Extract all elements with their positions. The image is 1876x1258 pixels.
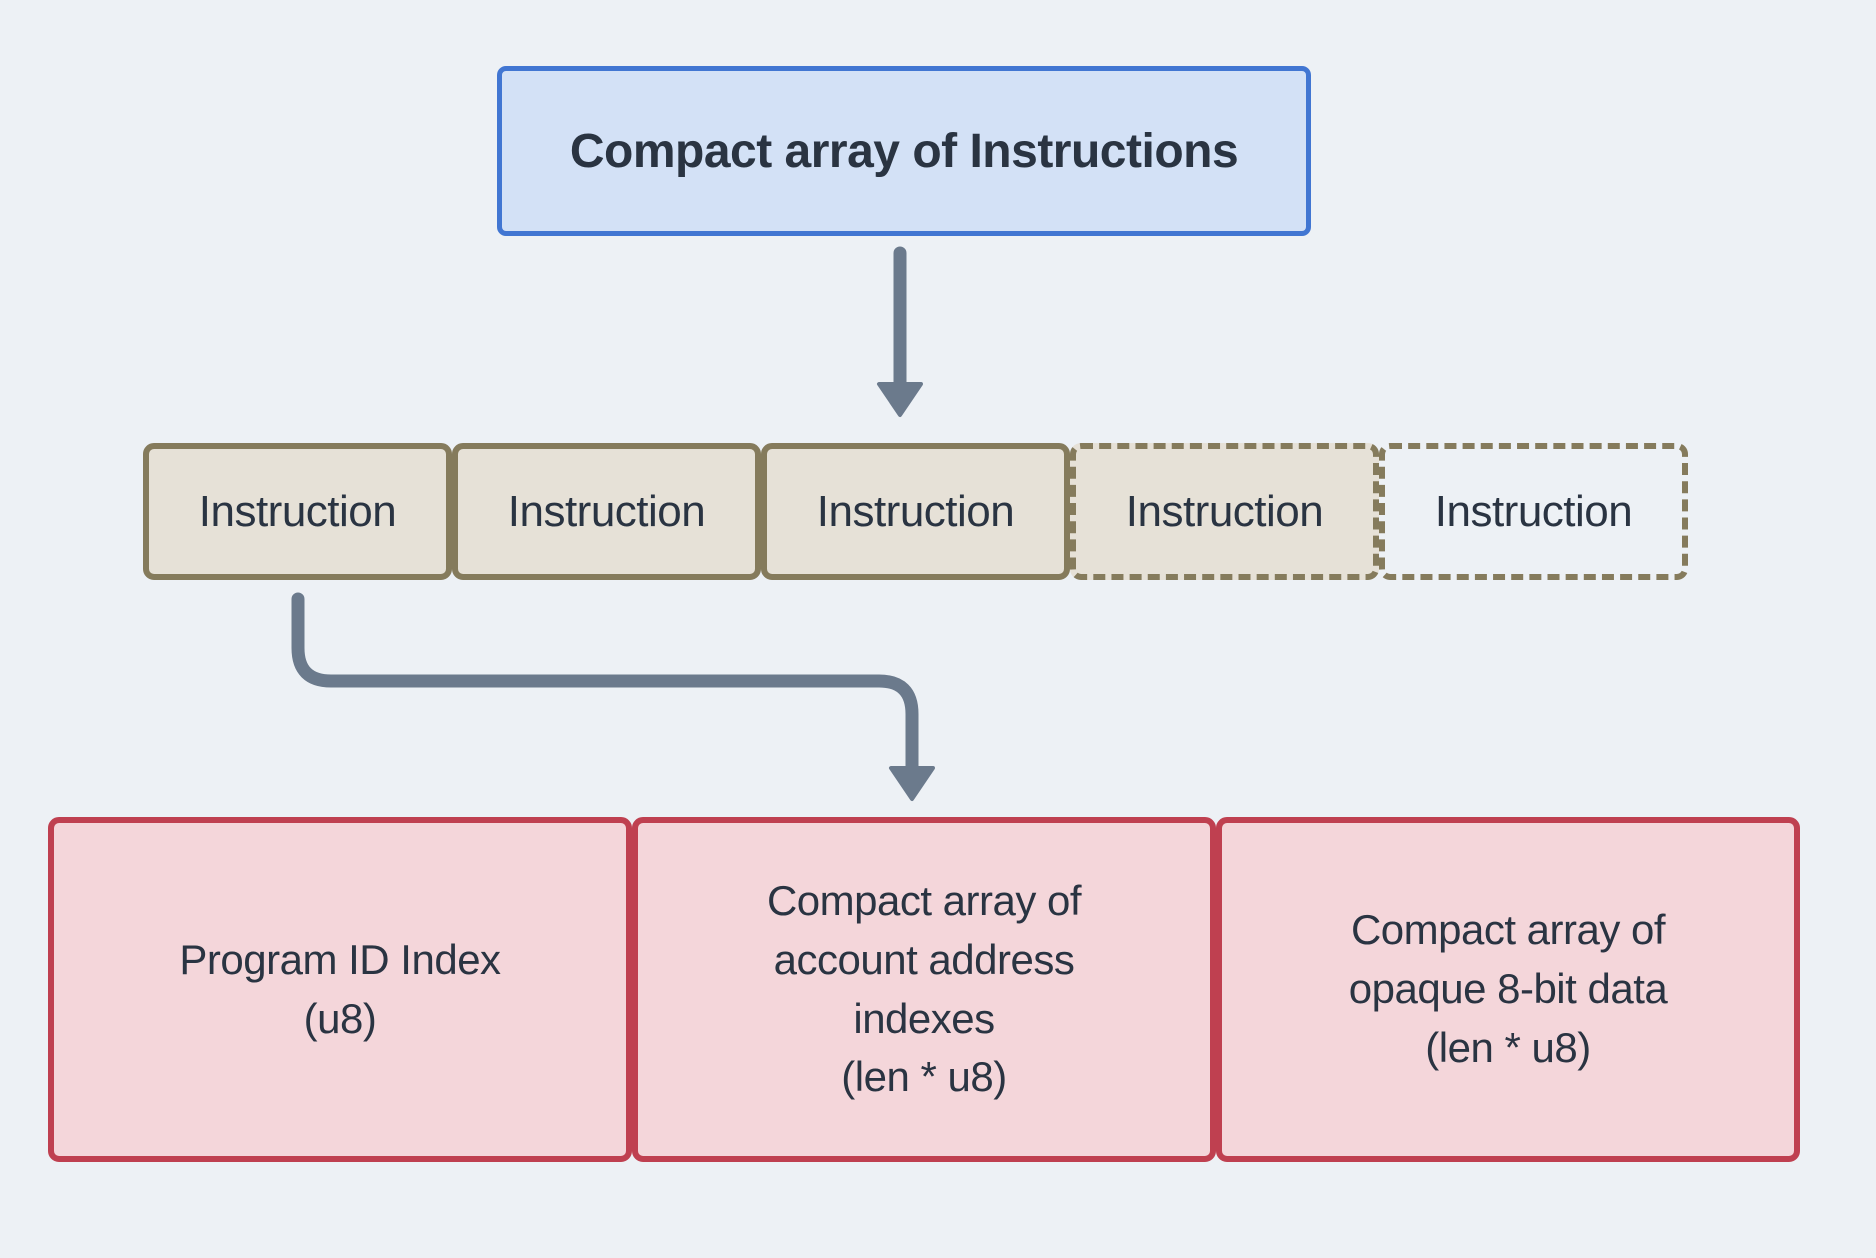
compact-array-of-instructions-box: Compact array of Instructions bbox=[497, 66, 1311, 236]
instruction-label: Instruction bbox=[507, 486, 706, 536]
elbow-arrow-stem bbox=[291, 592, 919, 775]
instruction-box-1: Instruction bbox=[143, 443, 452, 580]
opaque-8bit-data-box: Compact array of opaque 8-bit data (len … bbox=[1216, 817, 1800, 1162]
account-address-indexes-label: Compact array of account address indexes… bbox=[766, 876, 1082, 1101]
instruction-label: Instruction bbox=[1125, 486, 1324, 536]
instruction-box-3: Instruction bbox=[761, 443, 1070, 580]
program-id-index-label: Program ID Index (u8) bbox=[179, 935, 501, 1042]
instruction-detail-row: Program ID Index (u8) Compact array of a… bbox=[48, 817, 1800, 1162]
instruction-label: Instruction bbox=[1434, 486, 1633, 536]
program-id-index-box: Program ID Index (u8) bbox=[48, 817, 632, 1162]
instruction-box-2: Instruction bbox=[452, 443, 761, 580]
account-address-indexes-box: Compact array of account address indexes… bbox=[632, 817, 1216, 1162]
instruction-label: Instruction bbox=[816, 486, 1015, 536]
down-arrow-head-icon bbox=[877, 382, 923, 417]
instruction-box-4: Instruction bbox=[1070, 443, 1379, 580]
instruction-label: Instruction bbox=[198, 486, 397, 536]
instruction-row: Instruction Instruction Instruction Inst… bbox=[143, 443, 1688, 580]
elbow-arrow-head-icon bbox=[889, 766, 935, 801]
compact-array-of-instructions-label: Compact array of Instructions bbox=[569, 124, 1239, 178]
opaque-8bit-data-label: Compact array of opaque 8-bit data (len … bbox=[1348, 906, 1668, 1071]
instruction-box-5: Instruction bbox=[1379, 443, 1688, 580]
